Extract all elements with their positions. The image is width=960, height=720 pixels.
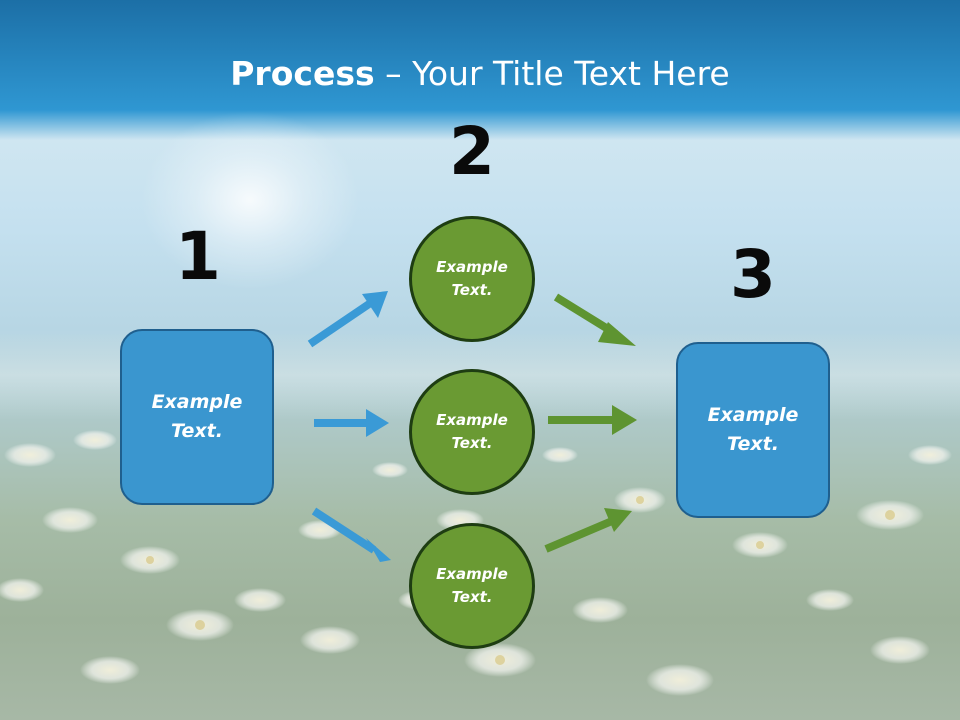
step-1-text-line1: Example	[151, 391, 243, 413]
circle-middle-line2: Text.	[451, 434, 493, 452]
circle-bottom-text: Example Text.	[436, 563, 508, 609]
blue-arrow-right	[314, 409, 389, 437]
step-3-box-text: Example Text.	[708, 401, 799, 459]
green-arrow-down	[553, 293, 636, 346]
step-3-text-line2: Text.	[727, 433, 779, 455]
circle-top-text: Example Text.	[436, 256, 508, 302]
title-rest: – Your Title Text Here	[374, 54, 730, 93]
circle-bottom-line2: Text.	[451, 588, 493, 606]
slide-title: Process – Your Title Text Here	[0, 52, 960, 96]
step-1-box-text: Example Text.	[152, 388, 243, 446]
circle-bottom-line1: Example	[436, 565, 508, 583]
step-1-text-line2: Text.	[171, 420, 223, 442]
circle-top-line2: Text.	[451, 281, 493, 299]
sun-glow	[140, 110, 360, 290]
step-number-2: 2	[449, 113, 495, 190]
step-1-box: Example Text.	[120, 329, 274, 505]
green-arrow-right	[548, 405, 637, 435]
circle-bottom: Example Text.	[409, 523, 535, 649]
circle-top: Example Text.	[409, 216, 535, 342]
circle-middle: Example Text.	[409, 369, 535, 495]
circle-middle-text: Example Text.	[436, 409, 508, 455]
blue-arrow-down	[311, 507, 391, 562]
circle-middle-line1: Example	[436, 411, 508, 429]
step-3-box: Example Text.	[676, 342, 830, 518]
step-number-3: 3	[730, 236, 776, 313]
step-number-1: 1	[175, 218, 221, 295]
title-strong: Process	[230, 54, 375, 93]
green-arrow-up	[544, 508, 632, 553]
blue-arrow-up	[307, 291, 388, 348]
circle-top-line1: Example	[436, 258, 508, 276]
step-3-text-line1: Example	[707, 404, 799, 426]
